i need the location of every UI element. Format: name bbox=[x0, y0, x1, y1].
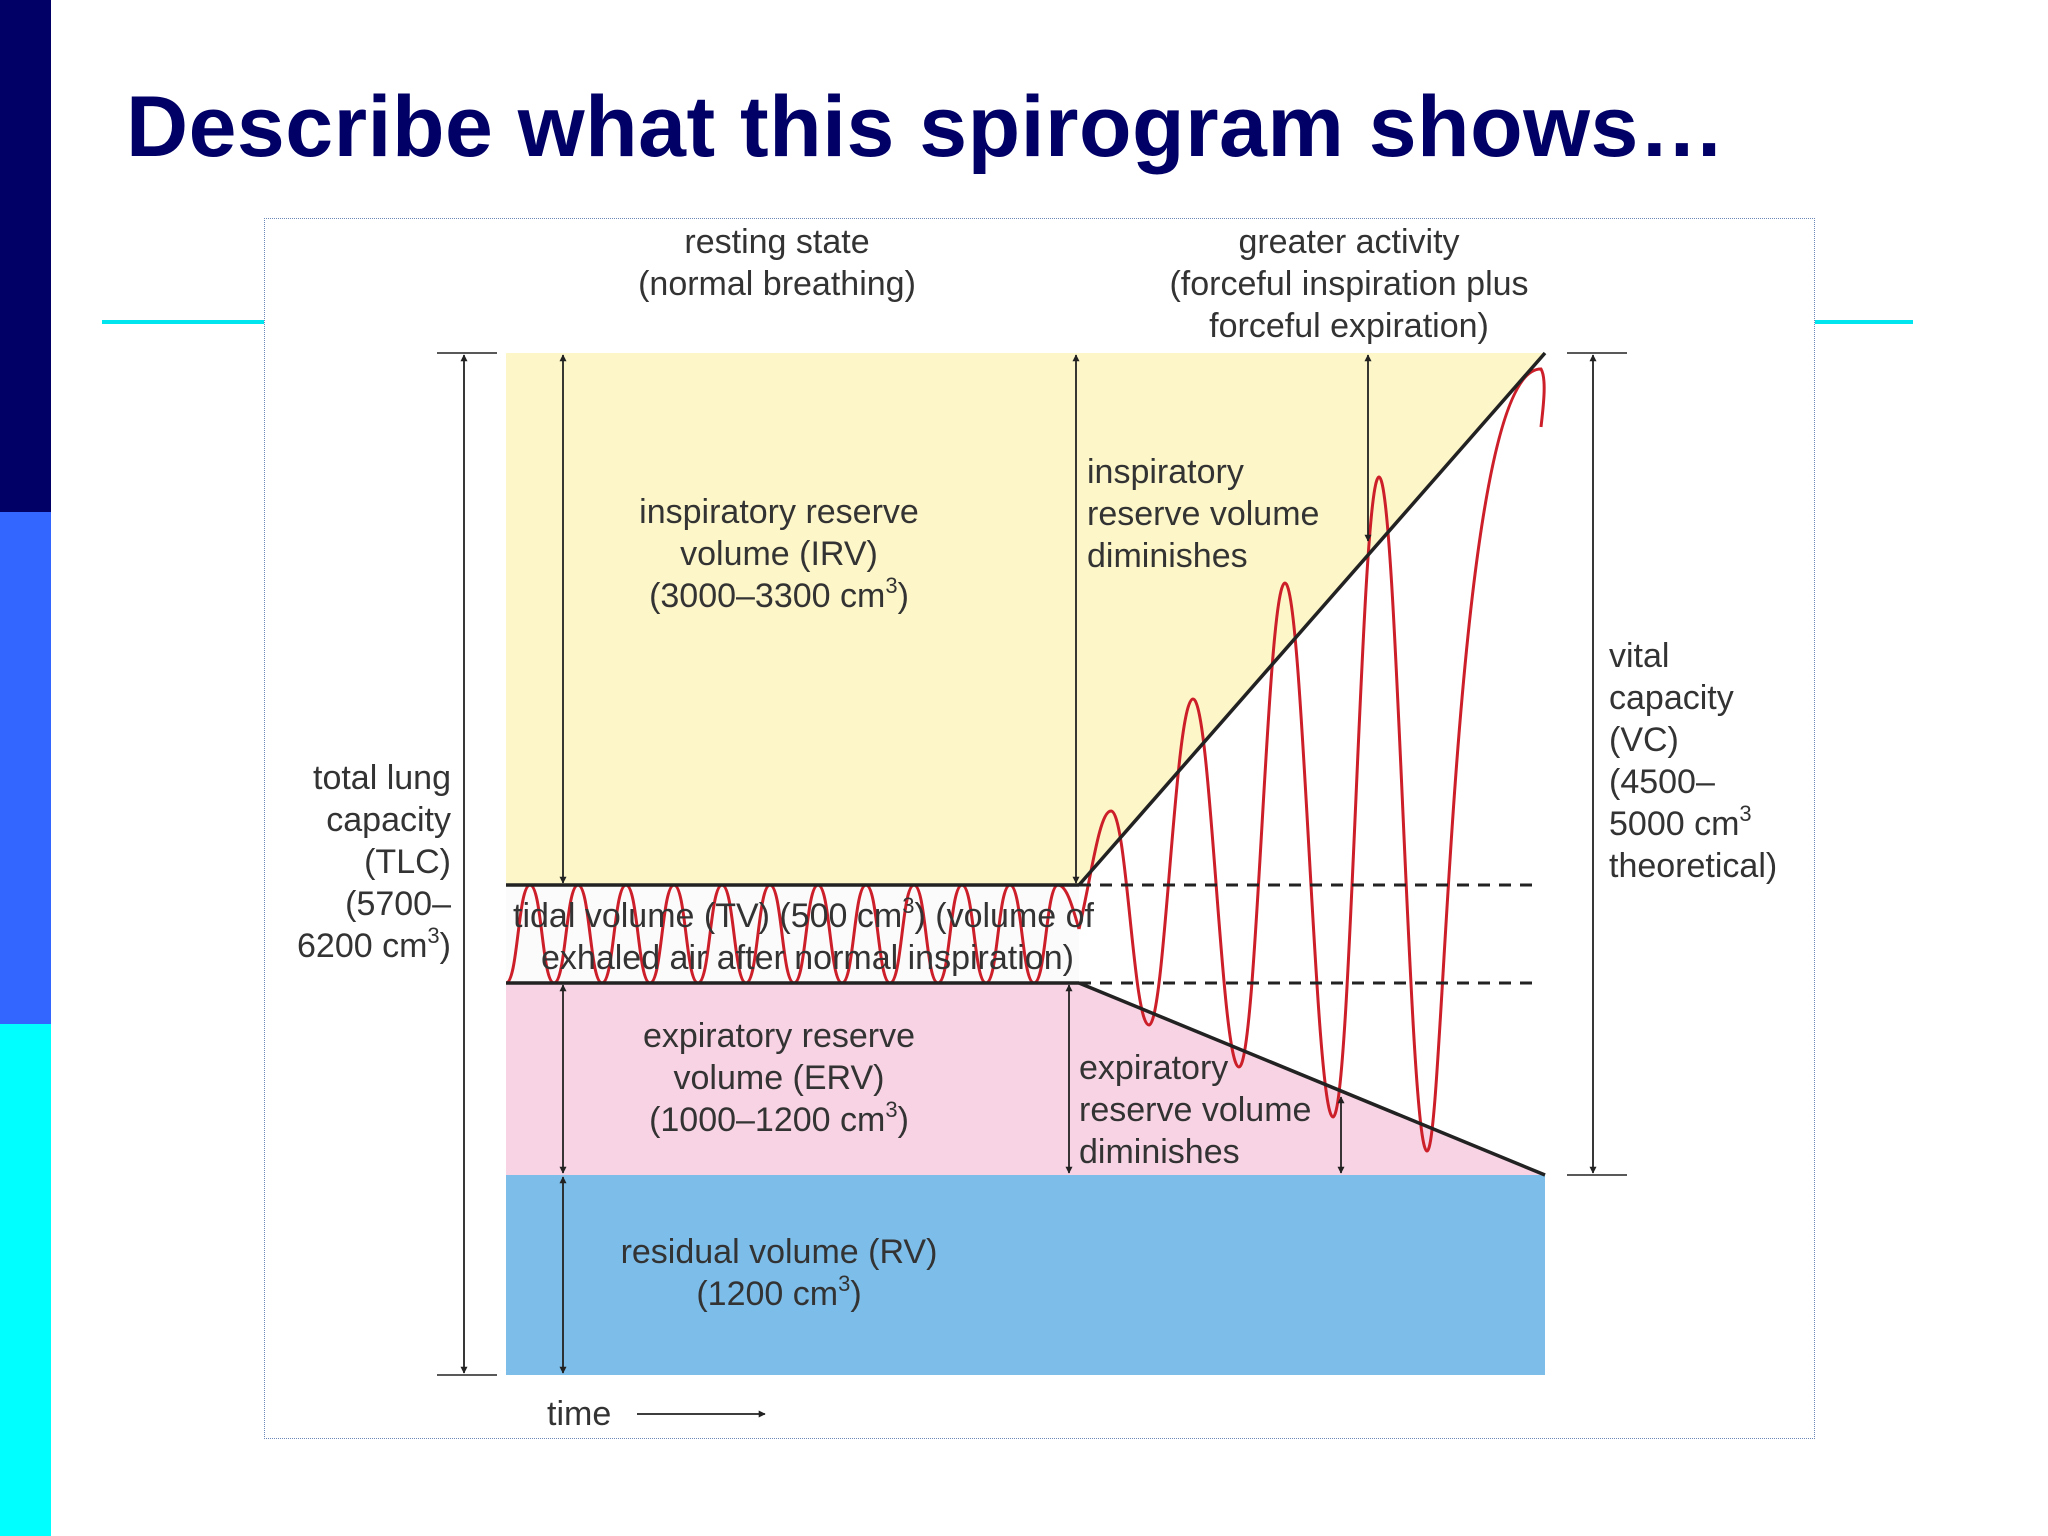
active-breathing-trace bbox=[1077, 367, 1546, 1153]
erv-diminishes-line3: diminishes bbox=[1079, 1133, 1240, 1171]
time-label: time bbox=[547, 1395, 611, 1433]
title-rule-left bbox=[102, 320, 267, 324]
rv-label-line1: residual volume (RV) bbox=[621, 1233, 938, 1271]
tidal-region bbox=[506, 885, 1079, 983]
irv-region bbox=[506, 353, 1545, 885]
vc-label-line3: (VC) bbox=[1609, 721, 1679, 759]
irv-diminishes-line3: diminishes bbox=[1087, 537, 1248, 575]
rv-range: (1200 cm3) bbox=[696, 1271, 861, 1313]
vc-range-exp: 3 bbox=[1739, 801, 1751, 826]
title-rule-right bbox=[1813, 320, 1913, 324]
erv-diminishes-line1: expiratory bbox=[1079, 1049, 1228, 1087]
tidal-label-exp: 3 bbox=[902, 893, 914, 918]
erv-range-text: (1000–1200 cm bbox=[649, 1101, 885, 1139]
erv-diminishes-line2: reserve volume bbox=[1079, 1091, 1311, 1129]
accent-bar-middle bbox=[0, 512, 51, 1024]
irv-range-close: ) bbox=[898, 577, 909, 615]
tlc-label-line2: capacity bbox=[326, 801, 451, 839]
header-active-line2: (forceful inspiration plus bbox=[1169, 265, 1528, 303]
tidal-label-line1b: ) (volume of bbox=[914, 897, 1094, 935]
tlc-range: 6200 cm3) bbox=[297, 923, 451, 965]
irv-range-text: (3000–3300 cm bbox=[649, 577, 885, 615]
rv-range-close: ) bbox=[850, 1275, 861, 1313]
irv-range-exp: 3 bbox=[885, 573, 897, 598]
erv-range: (1000–1200 cm3) bbox=[649, 1097, 909, 1139]
tlc-range-close: ) bbox=[440, 927, 451, 965]
irv-diagonal bbox=[1077, 351, 1547, 887]
vc-range: 5000 cm3 bbox=[1609, 801, 1752, 843]
tidal-label-line2: exhaled air after normal inspiration) bbox=[541, 939, 1074, 977]
vc-label-line2: capacity bbox=[1609, 679, 1734, 717]
rv-range-text: (1200 cm bbox=[696, 1275, 838, 1313]
tlc-range-text: 6200 cm bbox=[297, 927, 427, 965]
tlc-label-line3: (TLC) bbox=[364, 843, 451, 881]
erv-label-line1: expiratory reserve bbox=[643, 1017, 915, 1055]
header-active-line1: greater activity bbox=[1238, 223, 1459, 261]
irv-diminishes-line2: reserve volume bbox=[1087, 495, 1319, 533]
slide-title: Describe what this spirogram shows… bbox=[126, 79, 1726, 175]
irv-diminishes-line1: inspiratory bbox=[1087, 453, 1244, 491]
erv-label-line2: volume (ERV) bbox=[674, 1059, 885, 1097]
vc-label-line4: (4500– bbox=[1609, 763, 1715, 801]
vc-label-line1: vital bbox=[1609, 637, 1669, 675]
erv-range-exp: 3 bbox=[885, 1097, 897, 1122]
tidal-label-line1: tidal volume (TV) (500 cm3) (volume of bbox=[513, 893, 1095, 935]
tlc-label-line1: total lung bbox=[313, 759, 451, 797]
erv-diagonal bbox=[1078, 981, 1546, 1177]
tlc-range-exp: 3 bbox=[427, 923, 439, 948]
accent-bar-top bbox=[0, 0, 51, 512]
spirogram-figure: resting state (normal breathing) greater… bbox=[264, 218, 1815, 1439]
rv-region bbox=[506, 1175, 1545, 1375]
erv-region bbox=[506, 983, 1545, 1175]
header-rest-line2: (normal breathing) bbox=[638, 265, 916, 303]
irv-label-line1: inspiratory reserve bbox=[639, 493, 919, 531]
vc-label-line6: theoretical) bbox=[1609, 847, 1777, 885]
tlc-label-line4: (5700– bbox=[345, 885, 451, 923]
erv-range-close: ) bbox=[898, 1101, 909, 1139]
rv-range-exp: 3 bbox=[838, 1271, 850, 1296]
tidal-label-line1a: tidal volume (TV) (500 cm bbox=[513, 897, 902, 935]
spirogram-diagram: resting state (normal breathing) greater… bbox=[297, 223, 1777, 1433]
header-rest-line1: resting state bbox=[684, 223, 869, 261]
header-active-line3: forceful expiration) bbox=[1209, 307, 1489, 345]
irv-label-line2: volume (IRV) bbox=[680, 535, 878, 573]
vc-range-text: 5000 cm bbox=[1609, 805, 1739, 843]
irv-range: (3000–3300 cm3) bbox=[649, 573, 909, 615]
accent-bar-bottom bbox=[0, 1024, 51, 1536]
